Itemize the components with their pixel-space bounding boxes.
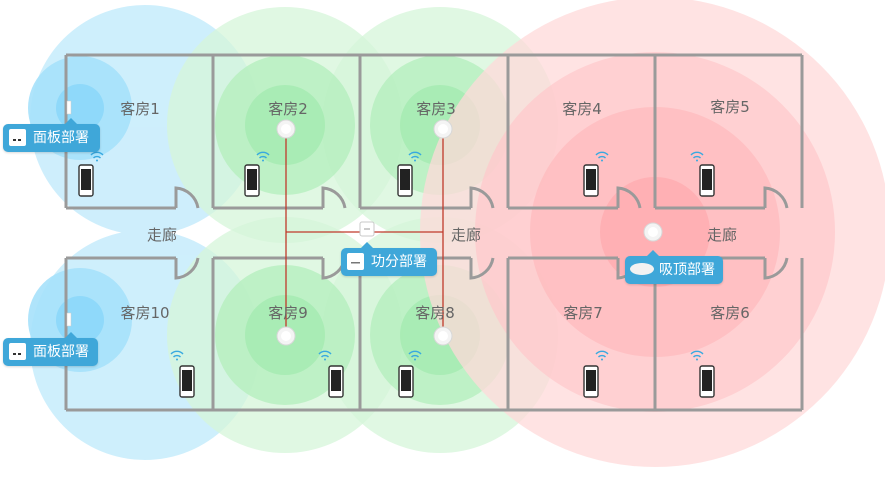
doors [174,186,789,280]
room-9-label: 客房9 [268,304,308,322]
room-10-label: 客房10 [120,304,169,322]
room-4-label: 客房4 [562,100,602,118]
room-7-label: 客房7 [563,304,603,322]
room-8-label: 客房8 [415,304,455,322]
smartphone-icon [328,365,344,398]
ceiling-ap-icon [643,222,663,242]
panel-deployment-tag-top: 面板部署 [3,118,100,152]
smartphone-icon [699,164,715,197]
wifi-signal-icon [170,350,184,361]
wall-panel-ap-icon [9,129,26,146]
ceiling-ap-icon [433,119,453,139]
wifi-signal-icon [595,350,609,361]
wifi-signals [90,151,704,361]
wifi-signal-icon [408,350,422,361]
smartphone-icon [699,365,715,398]
wifi-signal-icon [690,350,704,361]
corridor-label-middle: 走廊 [451,226,481,244]
splitter-deployment-label: 功分部署 [371,254,427,270]
panel-deployment-tag-bottom: 面板部署 [3,332,98,366]
room-3-label: 客房3 [416,100,456,118]
smartphone-icon [397,164,413,197]
ceiling-ap-icon [630,263,654,275]
room-2-label: 客房2 [268,100,308,118]
client-devices [78,164,715,398]
smartphone-icon [583,365,599,398]
splitter-deployment-tag: 功分部署 [341,242,437,276]
ceiling-ap-devices [276,119,663,346]
splitter-icon [347,253,364,270]
wall-panel-ap-icon [66,312,72,327]
smartphone-icon [179,365,195,398]
corridor-label-left: 走廊 [147,226,177,244]
room-5-label: 客房5 [710,98,750,116]
wifi-signal-icon [90,151,104,162]
wifi-signal-icon [256,151,270,162]
smartphone-icon [398,365,414,398]
ceiling-ap-icon [276,326,296,346]
corridor-label-right: 走廊 [707,226,737,244]
wifi-signal-icon [690,151,704,162]
ceiling-deployment-label: 吸顶部署 [659,262,715,278]
wall-panel-ap-icon [9,343,26,360]
wall-panel-ap-icon [66,100,72,115]
wifi-signal-icon [595,151,609,162]
ceiling-ap-icon [276,119,296,139]
room-1-label: 客房1 [120,100,160,118]
smartphone-icon [583,164,599,197]
panel-deployment-label: 面板部署 [33,344,89,360]
wifi-signal-icon [408,151,422,162]
splitter-icon [359,221,375,237]
panel-deployment-label: 面板部署 [33,130,89,146]
ceiling-ap-icon [433,326,453,346]
wifi-signal-icon [318,350,332,361]
smartphone-icon [78,164,94,197]
smartphone-icon [244,164,260,197]
room-6-label: 客房6 [710,304,750,322]
ceiling-deployment-tag: 吸顶部署 [625,250,723,284]
